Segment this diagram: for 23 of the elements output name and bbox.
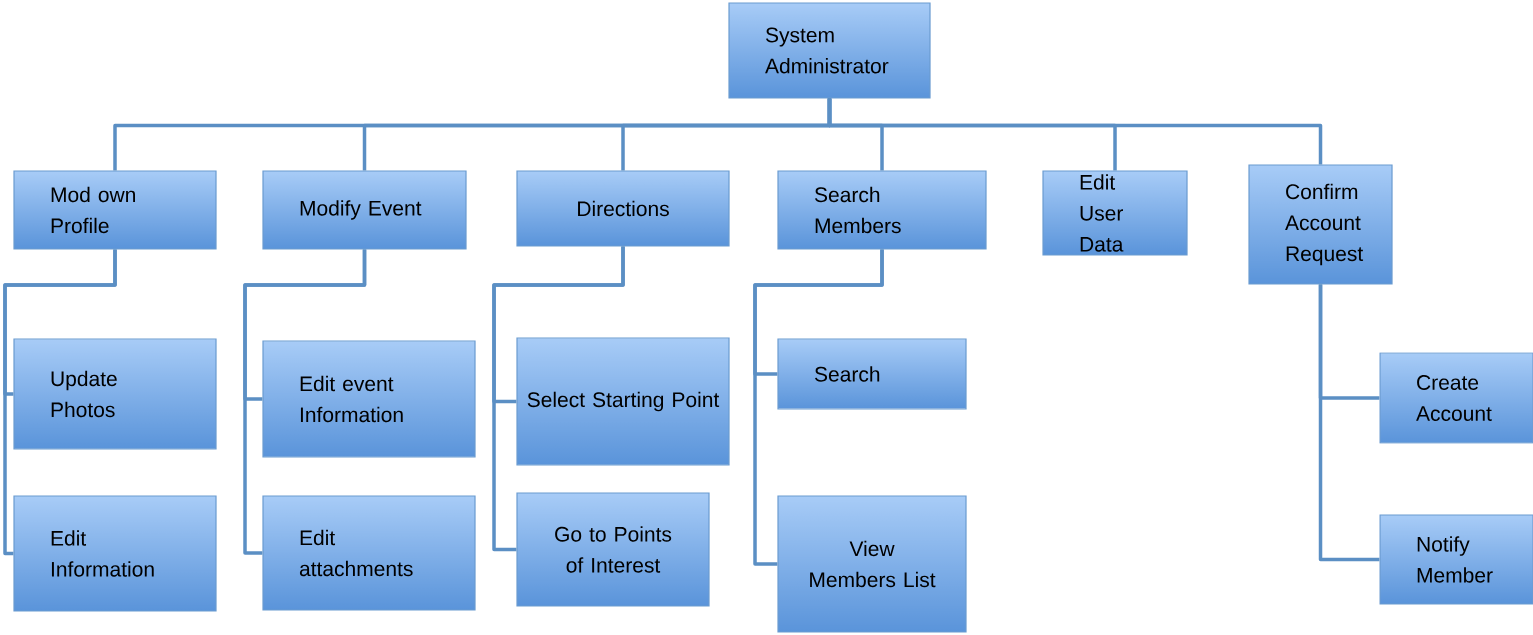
process-box: Search xyxy=(777,338,967,410)
process-box: Confirm Account Request xyxy=(1248,164,1393,285)
connector-line xyxy=(3,249,117,556)
process-box: Notify Member xyxy=(1379,514,1533,605)
process-box: Edit attachments xyxy=(262,495,476,611)
connector-line xyxy=(243,249,367,555)
process-box: Edit event Information xyxy=(262,340,476,458)
process-box: Update Photos xyxy=(13,338,217,450)
process-box: View Members List xyxy=(777,495,967,633)
process-box: Directions xyxy=(516,170,730,247)
connector-line xyxy=(1318,284,1380,562)
connector-line xyxy=(827,98,1323,165)
process-box: Select Starting Point xyxy=(516,337,730,466)
connector-line xyxy=(753,249,884,566)
process-box: Edit Information xyxy=(13,495,217,612)
process-box: Go to Points of Interest xyxy=(516,492,710,607)
connector-line xyxy=(492,246,625,552)
process-box: Search Members xyxy=(777,170,987,250)
process-box: Edit User Data xyxy=(1042,170,1188,256)
process-box: Modify Event xyxy=(262,170,467,250)
process-box: Mod own Profile xyxy=(13,170,217,250)
process-box: Create Account xyxy=(1379,352,1533,444)
process-box: System Administrator xyxy=(728,2,931,99)
